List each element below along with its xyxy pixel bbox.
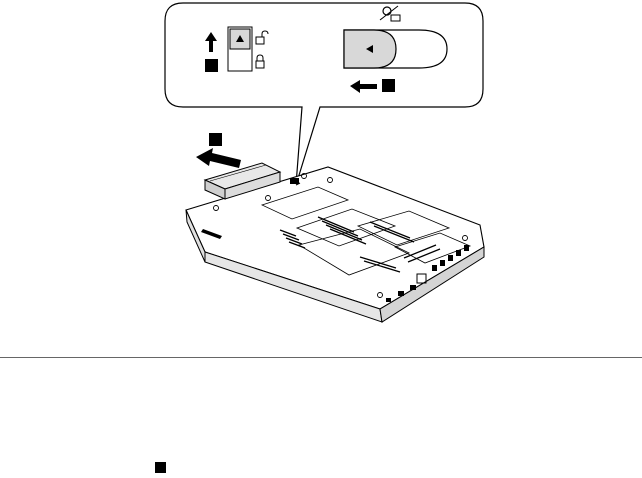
- latch-up-triangle-icon: [236, 35, 244, 42]
- arrow-up-icon: [205, 32, 217, 52]
- arrow-left-icon: [350, 80, 377, 93]
- step-1-marker: [205, 59, 218, 72]
- lock-icon: [255, 54, 265, 69]
- laptop-body: [185, 166, 485, 323]
- step-2-marker: [382, 79, 395, 92]
- slider-left-triangle-icon: [366, 45, 373, 53]
- arrow-left-bold-icon: [196, 148, 241, 168]
- unlock-icon: [255, 30, 269, 45]
- eject-icon: [379, 5, 401, 22]
- footer-step-marker: [155, 462, 166, 473]
- section-divider: [0, 357, 642, 358]
- lock-latch: [227, 26, 253, 72]
- step-3-marker: [209, 133, 222, 146]
- drive-module: [203, 162, 282, 200]
- eject-slider: [343, 29, 448, 69]
